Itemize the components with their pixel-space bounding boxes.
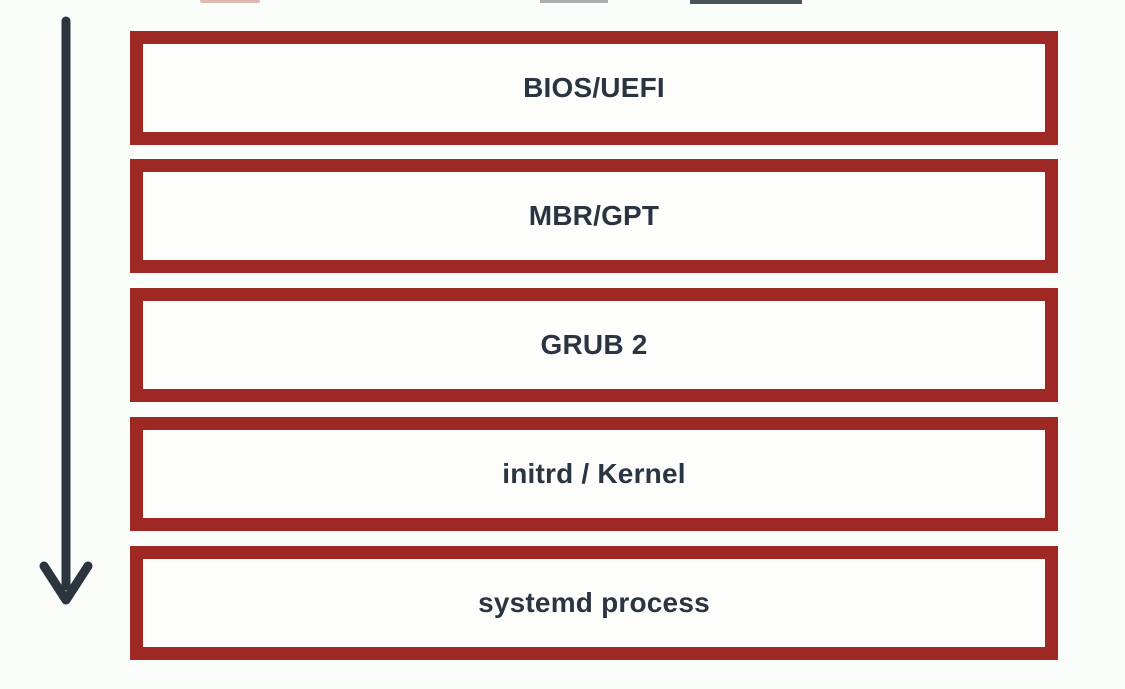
cropped-fragment-dark-right xyxy=(690,0,802,4)
step-label-systemd-process: systemd process xyxy=(478,587,710,618)
step-label-bios-uefi: BIOS/UEFI xyxy=(523,72,665,103)
step-box-initrd-kernel: initrd / Kernel xyxy=(130,417,1058,531)
step-label-initrd-kernel: initrd / Kernel xyxy=(502,458,686,489)
step-box-systemd-process: systemd process xyxy=(130,546,1058,660)
step-box-mbr-gpt: MBR/GPT xyxy=(130,159,1058,273)
step-box-bios-uefi: BIOS/UEFI xyxy=(130,31,1058,145)
step-label-mbr-gpt: MBR/GPT xyxy=(528,200,660,231)
down-arrow-icon xyxy=(39,16,93,605)
cropped-fragment-red xyxy=(200,0,260,3)
step-box-grub2: GRUB 2 xyxy=(130,288,1058,402)
cropped-fragment-dark-left xyxy=(540,0,608,3)
step-label-grub2: GRUB 2 xyxy=(540,329,648,360)
